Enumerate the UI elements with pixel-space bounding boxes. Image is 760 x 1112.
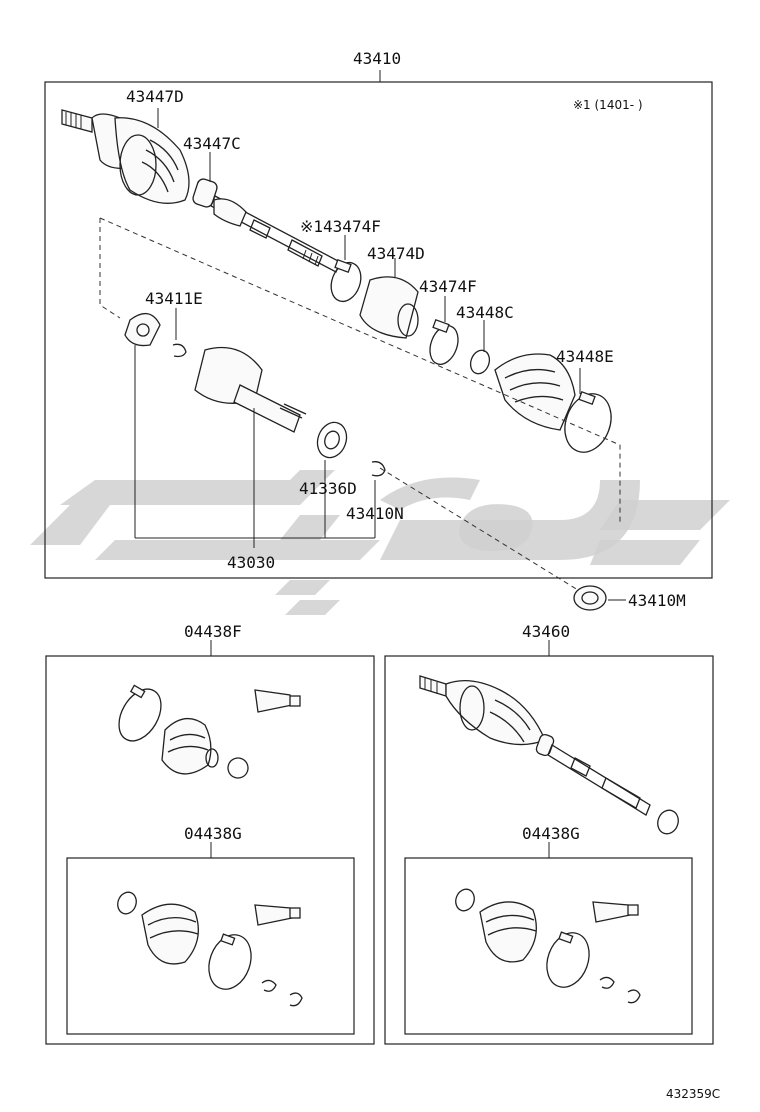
part-label-43448C[interactable]: 43448C [456,303,514,322]
part-label-43447D[interactable]: 43447D [126,87,184,106]
applicability-note: ※1 (1401- ) [573,98,643,112]
part-label-43448E[interactable]: 43448E [556,347,614,366]
kit-right-inner-parts-drawing [455,888,641,1004]
outer-cv-joint-drawing [61,109,218,208]
part-label-43474F-marked[interactable]: ※143474F [300,217,381,236]
kit-left-frame [45,655,375,1045]
dashed-to-deflector [379,467,579,591]
kit-left-label[interactable]: 04438F [184,622,242,641]
tripod-drawing [124,313,187,358]
deflector-drawing [573,585,607,611]
inner-boot-drawing [494,353,612,453]
part-label-41336D[interactable]: 41336D [299,479,357,498]
main-assembly-label[interactable]: 43410 [353,49,401,68]
leader-lines [134,108,626,601]
part-label-43474D[interactable]: 43474D [367,244,425,263]
kit-right-parts-drawing [419,675,679,835]
dashed-diagonal [99,217,621,525]
kit-left-inner-label[interactable]: 04438G [184,824,242,843]
part-label-43410M[interactable]: 43410M [628,591,686,610]
kit-right-inner-label[interactable]: 04438G [522,824,580,843]
kit-right-inner-frame [404,857,693,1035]
part-label-43474F[interactable]: 43474F [419,277,477,296]
dashed-outline [99,218,121,319]
kit-left-inner-frame [66,857,355,1035]
kit-left-parts-drawing [118,684,301,779]
main-assembly-frame [44,81,713,579]
part-label-43411E[interactable]: 43411E [145,289,203,308]
kit-right-label[interactable]: 43460 [522,622,570,641]
figure-number: 432359C [666,1087,720,1101]
part-label-43030[interactable]: 43030 [227,553,275,572]
part-label-43410N[interactable]: 43410N [346,504,404,523]
damper-group-drawing [330,259,491,375]
part-label-43447C[interactable]: 43447C [183,134,241,153]
inner-tulip-joint-drawing [194,346,386,477]
kit-left-inner-parts-drawing [117,891,303,1007]
kit-right-frame [384,655,714,1045]
